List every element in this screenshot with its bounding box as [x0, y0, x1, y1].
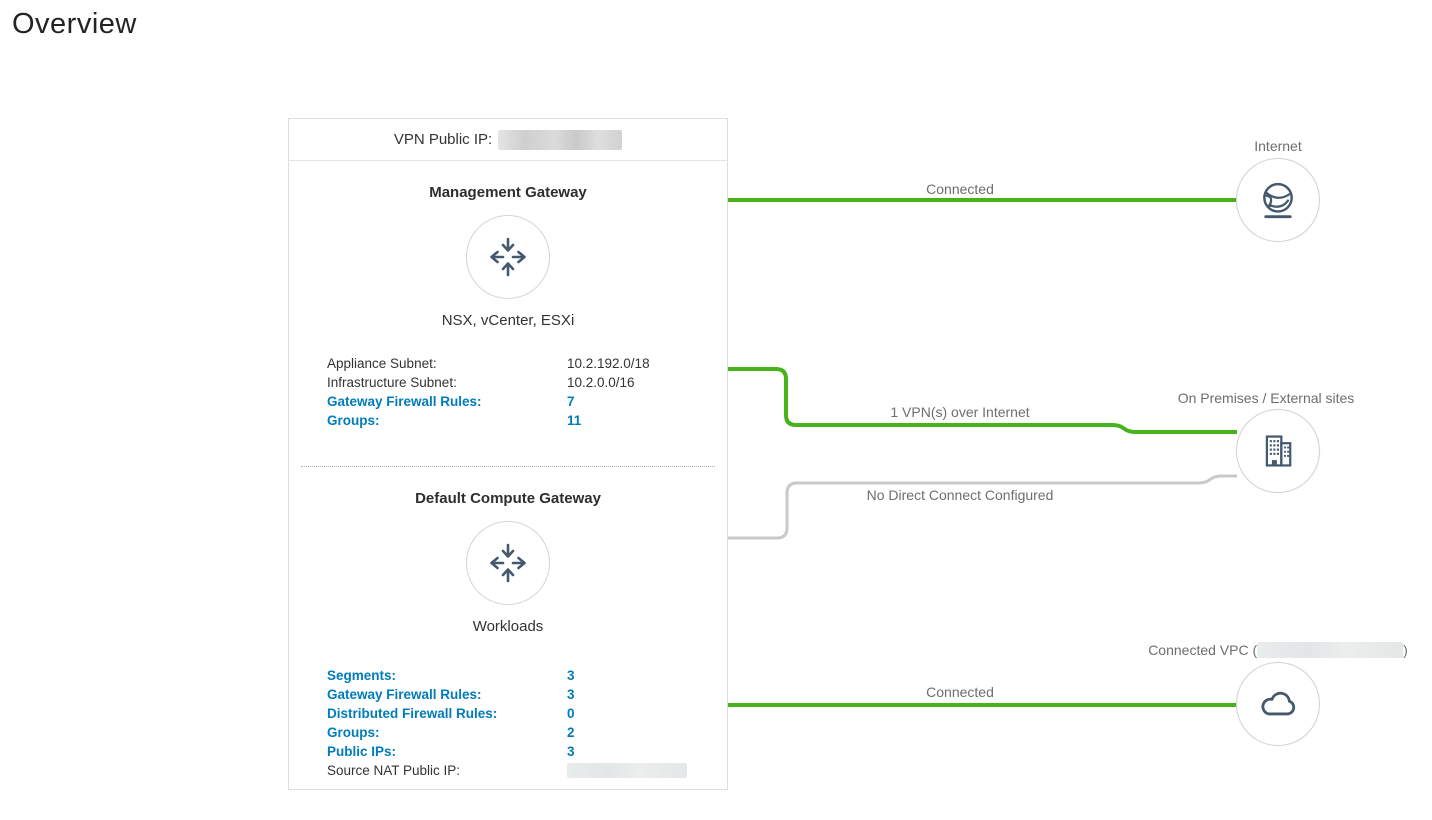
- vpn-public-ip-redacted-value: [498, 129, 623, 150]
- management-gateway-stats: Appliance Subnet: 10.2.192.0/18 Infrastr…: [327, 354, 689, 430]
- management-gateway-title: Management Gateway: [429, 184, 587, 201]
- vpn-connection-status: 1 VPN(s) over Internet: [890, 404, 1030, 420]
- direct-connect-status: No Direct Connect Configured: [866, 487, 1054, 503]
- page-title: Overview: [12, 8, 137, 40]
- stat-row-cgw-groups-link[interactable]: Groups: 2: [327, 725, 575, 740]
- vpn-public-ip-header: VPN Public IP:: [289, 119, 727, 161]
- management-gateway-node: [466, 215, 550, 299]
- management-gateway-subtitle: NSX, vCenter, ESXi: [441, 312, 575, 329]
- internet-node-label: Internet: [1254, 138, 1302, 154]
- gateway-arrows-icon: [490, 237, 526, 277]
- compute-gateway-node: [466, 521, 550, 605]
- internet-connection-status: Connected: [926, 181, 994, 197]
- connected-vpc-node: [1236, 662, 1320, 746]
- building-icon: [1265, 435, 1292, 467]
- compute-gateway-title: Default Compute Gateway: [415, 490, 601, 507]
- cloud-icon: [1261, 691, 1296, 716]
- on-premises-node-label: On Premises / External sites: [1177, 390, 1355, 406]
- vpn-connection-line: [728, 367, 1237, 434]
- stat-row-distributed-firewall-rules-link[interactable]: Distributed Firewall Rules: 0: [327, 706, 575, 721]
- internet-node: [1236, 158, 1320, 242]
- stat-row-mgw-firewall-rules-link[interactable]: Gateway Firewall Rules: 7: [327, 394, 575, 409]
- gateway-summary-card: VPN Public IP: Management Gateway NSX, v…: [288, 118, 728, 790]
- compute-gateway-section: Default Compute Gateway Workloads Segmen…: [289, 490, 727, 780]
- compute-gateway-stats: Segments: 3 Gateway Firewall Rules: 3 Di…: [327, 666, 689, 780]
- source-nat-ip-redacted-value: [567, 763, 687, 778]
- gateway-arrows-icon: [490, 543, 526, 583]
- stat-row-infrastructure-subnet: Infrastructure Subnet: 10.2.0.0/16: [327, 375, 635, 390]
- direct-connect-line: [728, 474, 1237, 540]
- stat-row-mgw-groups-link[interactable]: Groups: 11: [327, 413, 582, 428]
- vpn-public-ip-label: VPN Public IP:: [393, 131, 493, 148]
- compute-gateway-subtitle: Workloads: [472, 618, 544, 635]
- on-premises-node: [1236, 409, 1320, 493]
- globe-icon: [1263, 182, 1293, 219]
- management-gateway-section: Management Gateway NSX, vCenter, ESXi Ap…: [289, 184, 727, 430]
- stat-row-public-ips-link[interactable]: Public IPs: 3: [327, 744, 575, 759]
- vpc-id-redacted-value: [1257, 642, 1404, 658]
- stat-row-source-nat-public-ip: Source NAT Public IP:: [327, 761, 689, 780]
- connected-vpc-node-label: Connected VPC ( ): [1148, 642, 1408, 658]
- stat-row-cgw-firewall-rules-link[interactable]: Gateway Firewall Rules: 3: [327, 687, 575, 702]
- stat-row-segments-link[interactable]: Segments: 3: [327, 668, 575, 683]
- section-divider: [301, 466, 715, 467]
- stat-row-appliance-subnet: Appliance Subnet: 10.2.192.0/18: [327, 356, 650, 371]
- vpc-connection-status: Connected: [926, 684, 994, 700]
